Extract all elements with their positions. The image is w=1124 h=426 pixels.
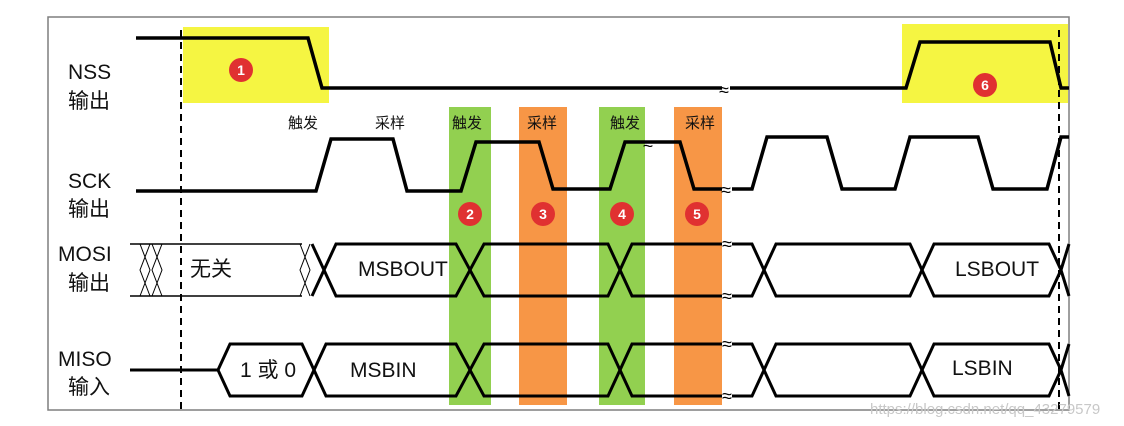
svg-text:2: 2 xyxy=(466,206,474,222)
sck-name-label: SCK xyxy=(68,170,111,193)
svg-text:4: 4 xyxy=(618,206,626,222)
mosi-lsbout-label: LSBOUT xyxy=(955,258,1039,281)
sample-band-2 xyxy=(674,107,722,405)
marker-2: 2 xyxy=(458,202,482,226)
sck-waveform xyxy=(136,137,722,193)
mosi-bus xyxy=(130,242,1071,298)
phase-label-trigger-1: 触发 xyxy=(288,115,318,132)
phase-label-trigger-2: 触发 xyxy=(452,115,482,132)
mosi-dir-label: 输出 xyxy=(68,272,110,295)
miso-break-mark-top: ≈ xyxy=(722,334,732,354)
marker-1: 1 xyxy=(229,58,253,82)
diagram-frame xyxy=(47,16,1070,411)
mosi-break-mark-bottom: ≈ xyxy=(722,286,732,306)
marker-3: 3 xyxy=(531,202,555,226)
sck-break-mark-2: ≈ xyxy=(721,180,731,200)
miso-name-label: MISO xyxy=(58,348,112,371)
miso-bus xyxy=(130,342,1071,398)
marker-6: 6 xyxy=(973,73,997,97)
phase-label-sample-3: 采样 xyxy=(685,115,715,132)
sck-dir-label: 输出 xyxy=(68,198,110,221)
miso-msbin-label: MSBIN xyxy=(350,359,417,382)
svg-text:5: 5 xyxy=(693,206,701,222)
nss-dir-label: 输出 xyxy=(68,90,110,113)
mosi-break-mark-top: ≈ xyxy=(722,234,732,254)
phase-label-sample-2: 采样 xyxy=(527,115,557,132)
nss-waveform xyxy=(136,36,722,90)
svg-text:1: 1 xyxy=(237,62,245,78)
nss-name-label: NSS xyxy=(68,61,111,84)
marker-4: 4 xyxy=(610,202,634,226)
svg-text:3: 3 xyxy=(539,206,547,222)
marker-5: 5 xyxy=(685,202,709,226)
svg-text:6: 6 xyxy=(981,77,989,93)
nss-waveform-tail xyxy=(730,40,1069,90)
miso-lsbin-label: LSBIN xyxy=(952,357,1013,380)
watermark-text: https://blog.csdn.net/qq_43279579 xyxy=(870,401,1100,418)
trigger-band-1 xyxy=(449,107,491,405)
nss-break-mark: ≈ xyxy=(719,80,729,100)
sck-waveform-tail xyxy=(732,135,1069,191)
mosi-dont-care-label: 无关 xyxy=(190,258,232,281)
miso-break-mark-bottom: ≈ xyxy=(722,386,732,406)
mosi-msbout-label: MSBOUT xyxy=(358,258,448,281)
phase-label-sample-1: 采样 xyxy=(375,115,405,132)
phase-label-trigger-3: 触发 xyxy=(610,115,640,132)
sck-break-mark-1: ≈ xyxy=(643,134,653,154)
mosi-name-label: MOSI xyxy=(58,243,112,266)
miso-one-or-zero-label: 1 或 0 xyxy=(240,359,296,382)
miso-dir-label: 输入 xyxy=(68,376,110,399)
